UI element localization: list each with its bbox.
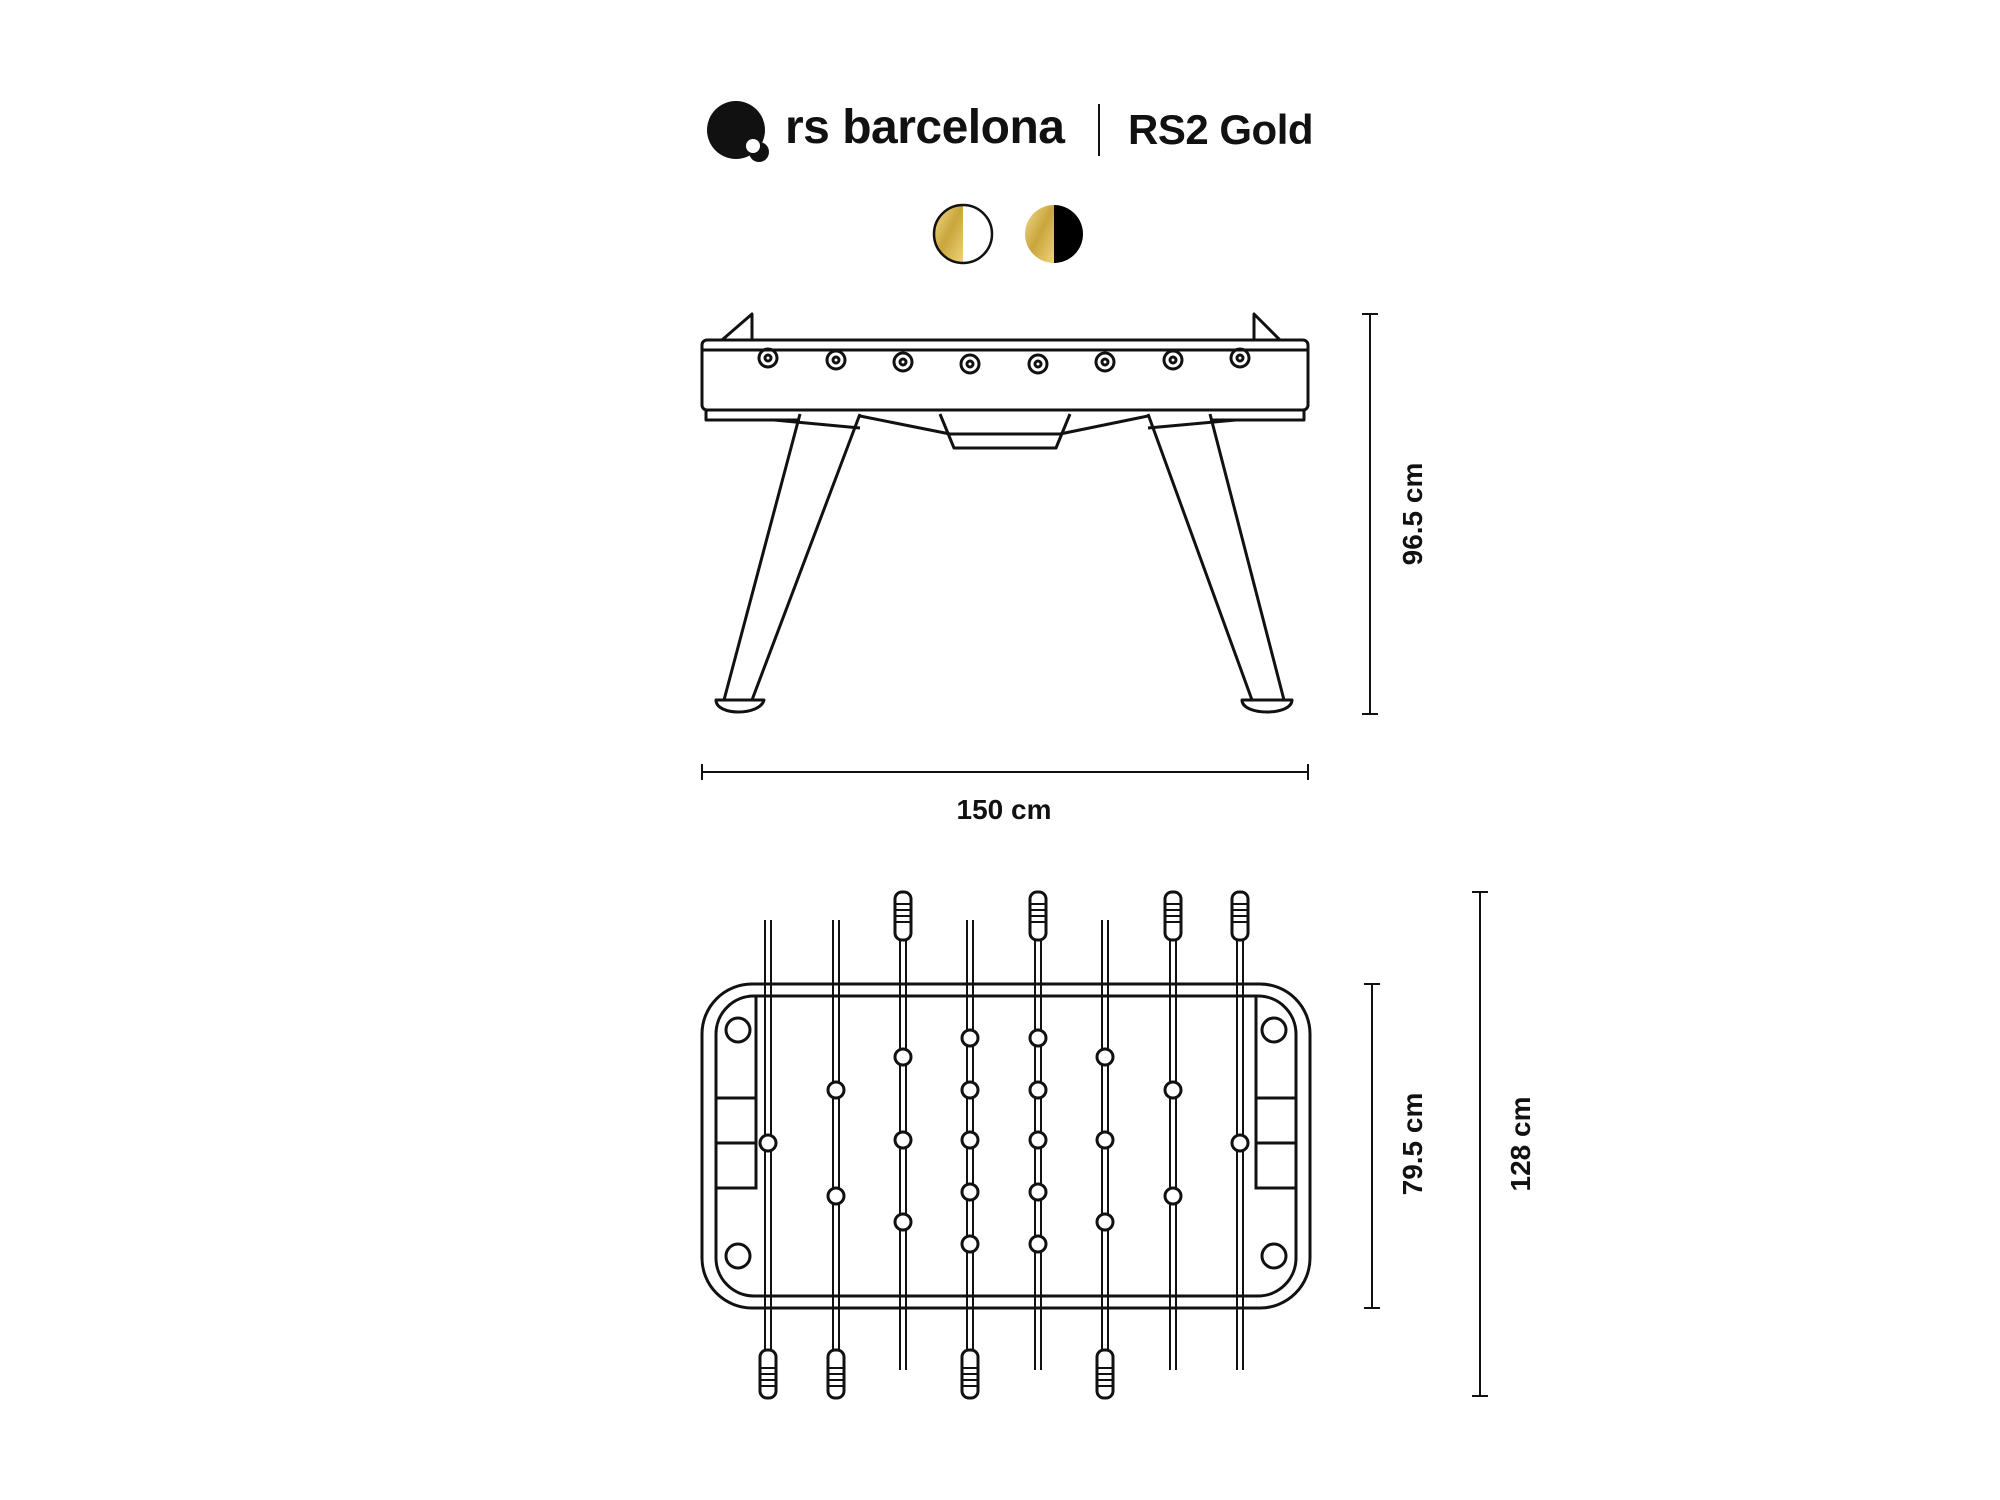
gold-black-swatch	[1025, 205, 1083, 263]
player-figure-icon	[960, 1080, 980, 1100]
rod-6	[1095, 920, 1115, 1400]
rod-1	[758, 920, 778, 1400]
rod-4	[960, 920, 980, 1400]
rod-holes	[757, 347, 1251, 375]
dimension-lines-top	[1364, 891, 1488, 1397]
width-dimension-label: 150 cm	[956, 794, 1052, 825]
player-figure-icon	[826, 1080, 846, 1100]
rod-handle-icon	[1095, 1348, 1115, 1400]
rod-handle-icon	[1230, 890, 1250, 942]
player-figure-icon	[1230, 1133, 1250, 1153]
side-view	[700, 312, 1310, 714]
player-figure-icon	[1028, 1234, 1048, 1254]
player-figure-icon	[1095, 1130, 1115, 1150]
player-figure-icon	[893, 1212, 913, 1232]
top-total-width-dimension-label: 128 cm	[1505, 1096, 1536, 1192]
rod-handle-icon	[960, 1348, 980, 1400]
rod-8	[1230, 890, 1250, 1370]
height-dimension-label: 96.5 cm	[1397, 462, 1428, 566]
player-figure-icon	[1028, 1028, 1048, 1048]
rod-5	[1028, 890, 1048, 1370]
player-figure-icon	[960, 1182, 980, 1202]
player-figure-icon	[826, 1186, 846, 1206]
player-figure-icon	[960, 1234, 980, 1254]
player-figure-icon	[758, 1133, 778, 1153]
player-figure-icon	[1095, 1047, 1115, 1067]
player-figure-icon	[893, 1130, 913, 1150]
rod-handle-icon	[826, 1348, 846, 1400]
gold-white-swatch	[932, 203, 994, 265]
brand-separator	[1098, 104, 1100, 156]
player-figure-icon	[1028, 1080, 1048, 1100]
player-figure-icon	[1163, 1186, 1183, 1206]
dimension-lines-side	[701, 313, 1378, 780]
top-width-dimension-label: 79.5 cm	[1397, 1092, 1428, 1196]
brand-name: rs barcelona	[785, 101, 1065, 154]
player-figure-icon	[1028, 1130, 1048, 1150]
brand-header: rs barcelona RS2 Gold	[0, 98, 2000, 168]
player-figure-icon	[1028, 1182, 1048, 1202]
rod-handle-icon	[1163, 890, 1183, 942]
player-figure-icon	[960, 1130, 980, 1150]
rod-handle-icon	[893, 890, 913, 942]
rod-2	[826, 920, 846, 1400]
player-figure-icon	[1095, 1212, 1115, 1232]
top-view	[700, 982, 1312, 1310]
product-name: RS2 Gold	[1128, 106, 1314, 153]
player-figure-icon	[893, 1047, 913, 1067]
player-figure-icon	[960, 1028, 980, 1048]
rod-handle-icon	[1028, 890, 1048, 942]
rod-handle-icon	[758, 1348, 778, 1400]
rs-barcelona-logo-icon	[707, 101, 769, 162]
rod-3	[893, 890, 913, 1370]
rod-7	[1163, 890, 1183, 1370]
player-figure-icon	[1163, 1080, 1183, 1100]
rods	[758, 890, 1250, 1400]
